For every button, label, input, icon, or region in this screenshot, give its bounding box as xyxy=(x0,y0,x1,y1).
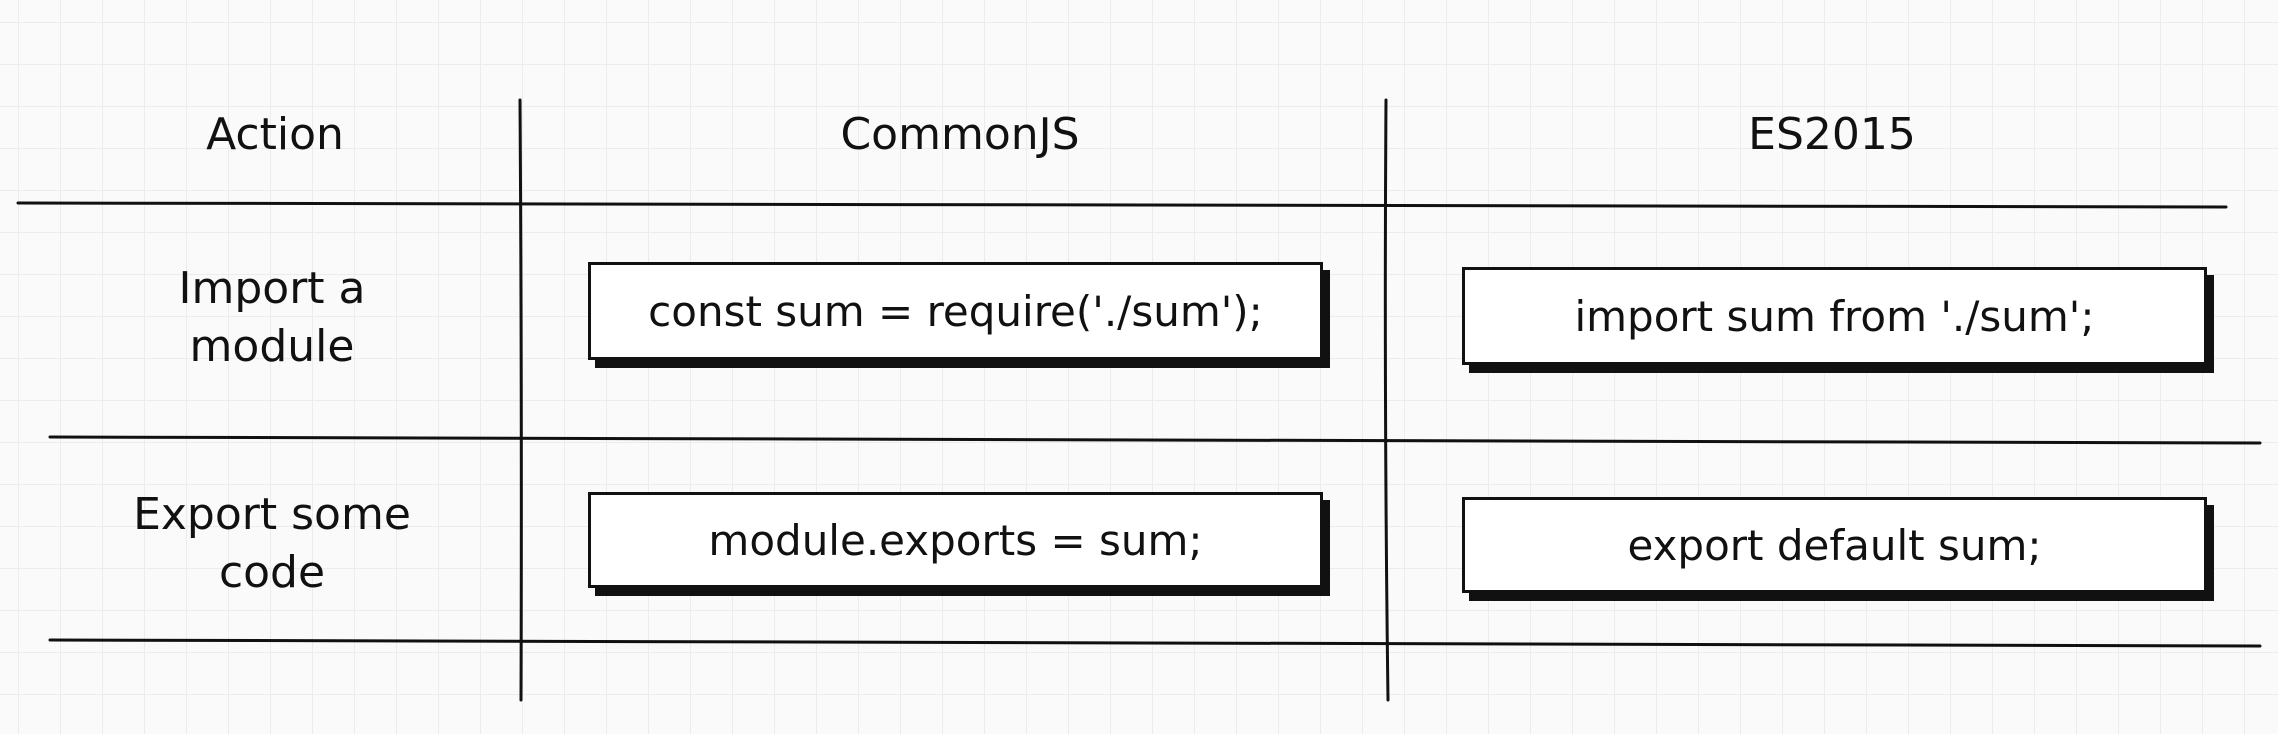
code-text: const sum = require('./sum'); xyxy=(648,286,1263,336)
code-box-commonjs-import: const sum = require('./sum'); xyxy=(588,262,1323,360)
row-divider-line xyxy=(48,435,2262,445)
code-box-commonjs-export: module.exports = sum; xyxy=(588,492,1323,588)
code-text: import sum from './sum'; xyxy=(1574,291,2095,341)
header-action: Action xyxy=(206,109,344,160)
code-text: module.exports = sum; xyxy=(708,515,1203,565)
code-text: export default sum; xyxy=(1627,520,2042,570)
row-label-export: Export some code xyxy=(133,489,411,598)
header-divider-line xyxy=(16,201,2228,209)
code-box-es2015-export: export default sum; xyxy=(1462,497,2207,593)
row-label-import: Import a module xyxy=(178,263,366,372)
code-box-es2015-import: import sum from './sum'; xyxy=(1462,267,2207,365)
column-divider-1 xyxy=(518,98,523,702)
header-commonjs: CommonJS xyxy=(840,109,1080,160)
bottom-line xyxy=(48,638,2262,648)
column-divider-2 xyxy=(1383,98,1390,702)
header-es2015: ES2015 xyxy=(1748,109,1916,160)
